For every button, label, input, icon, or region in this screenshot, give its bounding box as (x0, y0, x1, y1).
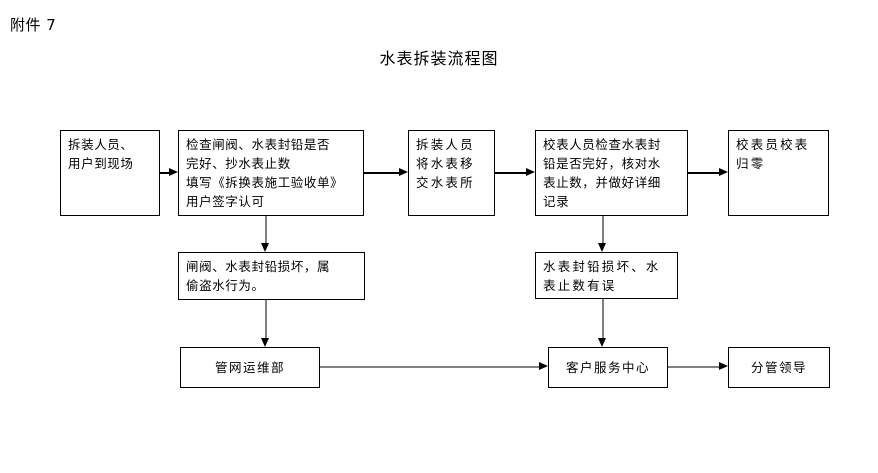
edge-n4-n5-line (688, 172, 719, 174)
edge-n7-n9-arrowhead (598, 338, 606, 347)
edge-n2-n3-arrowhead (399, 168, 408, 176)
edge-n6-n8-arrowhead (261, 338, 269, 347)
edge-n2-n6-line (265, 216, 267, 244)
edge-n4-n7-arrowhead (598, 243, 606, 252)
node-seal-damaged-reading-error[interactable]: 水表封铅损坏、水 表止数有误 (535, 252, 678, 299)
node-transfer-meter-to-meter-office[interactable]: 拆装人员 将水表移 交水表所 (408, 130, 495, 216)
node-valve-seal-damaged-water-theft[interactable]: 闸阀、水表封铅损坏，属 偷盗水行为。 (178, 252, 365, 300)
edge-n3-n4-arrowhead (526, 168, 535, 176)
node-dismantle-staff-user-onsite[interactable]: 拆装人员、 用户到现场 (60, 130, 160, 216)
edge-n1-n2-line (160, 172, 169, 174)
edge-n8-n9-line (320, 366, 539, 368)
edge-n4-n7-line (602, 216, 604, 244)
edge-n9-n10-line (668, 366, 719, 368)
node-pipeline-operations-department[interactable]: 管网运维部 (180, 347, 320, 388)
edge-n4-n5-arrowhead (719, 168, 728, 176)
node-customer-service-center[interactable]: 客户服务中心 (548, 347, 668, 388)
edge-n2-n3-line (364, 172, 399, 174)
edge-n1-n2-arrowhead (169, 168, 178, 176)
page-title: 水表拆装流程图 (379, 49, 499, 68)
edge-n6-n8-line (265, 300, 267, 339)
edge-n3-n4-line (495, 172, 526, 174)
node-responsible-leader[interactable]: 分管领导 (728, 347, 830, 388)
edge-n8-n9-arrowhead (539, 362, 548, 370)
edge-n2-n6-arrowhead (261, 243, 269, 252)
edge-n9-n10-arrowhead (719, 362, 728, 370)
edge-n7-n9-line (602, 299, 604, 339)
attachment-label: 附件 7 (10, 16, 57, 34)
node-calibrator-reset-meter[interactable]: 校表员校表 归零 (728, 130, 829, 216)
node-calibrator-inspect-seal-verify[interactable]: 校表人员检查水表封 铅是否完好，核对水 表止数，并做好详细 记录 (535, 130, 688, 216)
node-inspect-valve-seal-read-meter[interactable]: 检查闸阀、水表封铅是否 完好、抄水表止数 填写《拆换表施工验收单》 用户签字认可 (178, 130, 364, 216)
